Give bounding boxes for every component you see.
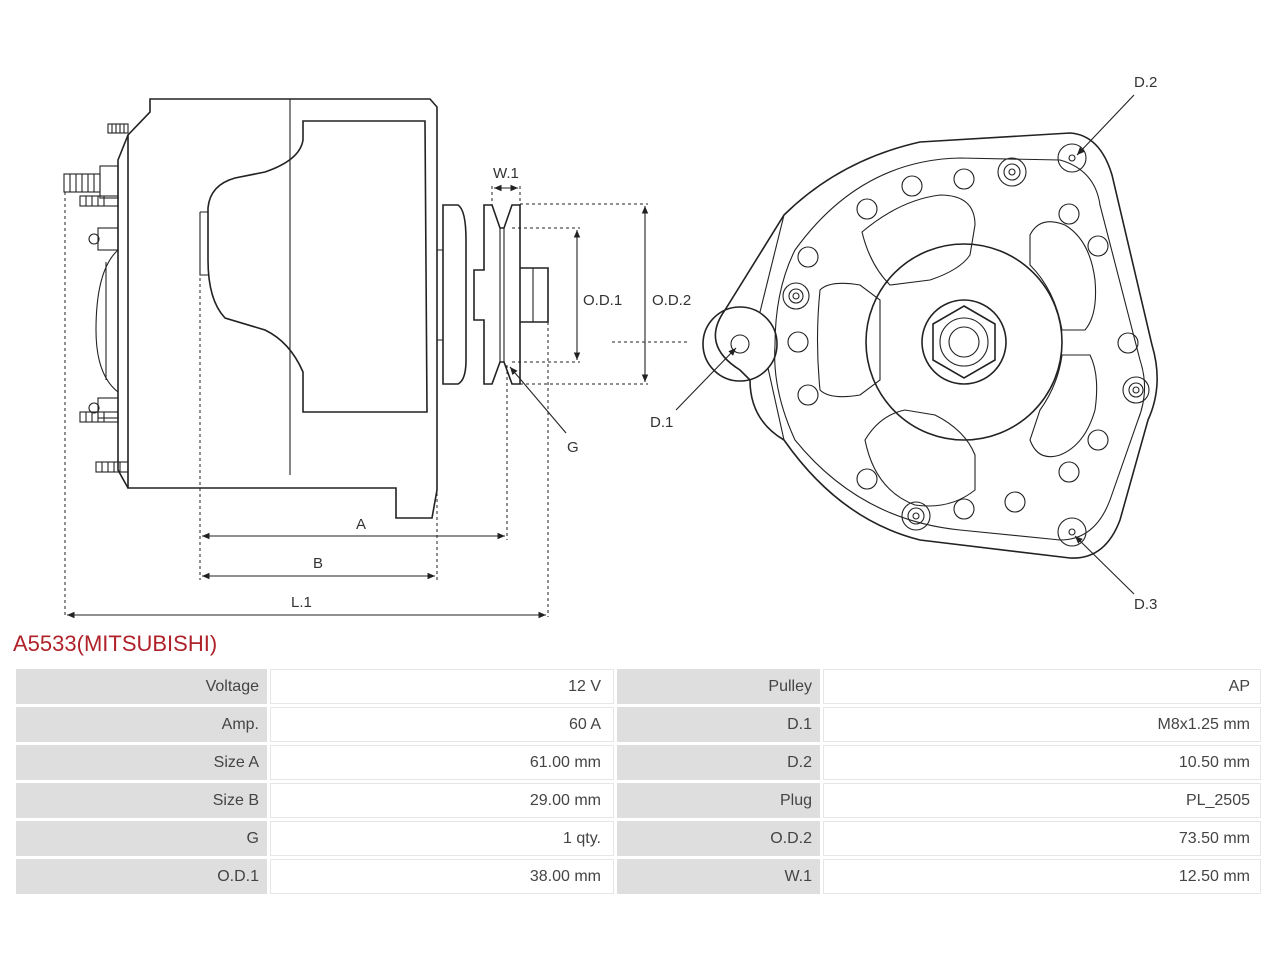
spec-label: O.D.1	[16, 859, 267, 894]
label-od2: O.D.2	[652, 292, 691, 309]
label-od1: O.D.1	[583, 292, 622, 309]
front-view: D.1 D.2 D.3	[612, 74, 1158, 613]
spec-value: 73.50 mm	[823, 821, 1261, 856]
table-row: Amp. 60 A D.1 M8x1.25 mm	[16, 707, 1261, 742]
spec-label: Voltage	[16, 669, 267, 704]
table-row: G 1 qty. O.D.2 73.50 mm	[16, 821, 1261, 856]
spec-value: 12.50 mm	[823, 859, 1261, 894]
spec-label: Amp.	[16, 707, 267, 742]
label-d1: D.1	[650, 414, 673, 431]
spec-value: 12 V	[270, 669, 614, 704]
spec-table: Voltage 12 V Pulley AP Amp. 60 A D.1 M8x…	[13, 666, 1264, 897]
table-row: Voltage 12 V Pulley AP	[16, 669, 1261, 704]
spec-label: D.2	[617, 745, 820, 780]
label-w1: W.1	[493, 165, 519, 182]
side-view: W.1 O.D.1 O.D.2 G A B L.1	[63, 98, 691, 619]
label-g: G	[567, 439, 579, 456]
spec-value: 38.00 mm	[270, 859, 614, 894]
label-b: B	[313, 555, 323, 572]
spec-value: 10.50 mm	[823, 745, 1261, 780]
spec-label: O.D.2	[617, 821, 820, 856]
product-title: A5533(MITSUBISHI)	[13, 631, 218, 656]
label-a: A	[356, 516, 366, 533]
label-l1: L.1	[291, 594, 312, 611]
spec-value: M8x1.25 mm	[823, 707, 1261, 742]
label-d3: D.3	[1134, 596, 1157, 613]
spec-label: G	[16, 821, 267, 856]
table-row: Size A 61.00 mm D.2 10.50 mm	[16, 745, 1261, 780]
technical-drawing: W.1 O.D.1 O.D.2 G A B L.1	[63, 74, 1158, 619]
spec-value: PL_2505	[823, 783, 1261, 818]
spec-value: 61.00 mm	[270, 745, 614, 780]
spec-value: 60 A	[270, 707, 614, 742]
spec-value: 1 qty.	[270, 821, 614, 856]
spec-label: Size A	[16, 745, 267, 780]
spec-label: Size B	[16, 783, 267, 818]
spec-label: Plug	[617, 783, 820, 818]
spec-label: Pulley	[617, 669, 820, 704]
label-d2: D.2	[1134, 74, 1157, 91]
spec-value: AP	[823, 669, 1261, 704]
table-row: Size B 29.00 mm Plug PL_2505	[16, 783, 1261, 818]
spec-value: 29.00 mm	[270, 783, 614, 818]
spec-label: D.1	[617, 707, 820, 742]
spec-label: W.1	[617, 859, 820, 894]
table-row: O.D.1 38.00 mm W.1 12.50 mm	[16, 859, 1261, 894]
